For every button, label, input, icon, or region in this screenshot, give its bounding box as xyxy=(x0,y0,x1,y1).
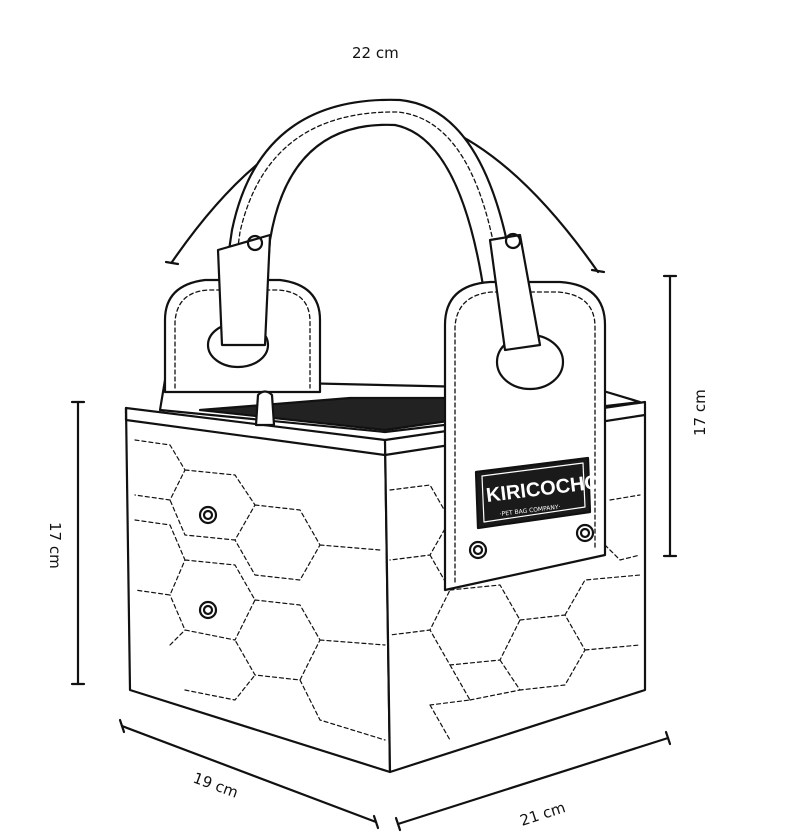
rivet-icon xyxy=(575,523,595,543)
rivet-icon xyxy=(504,232,522,250)
left-height-label: 17 cm xyxy=(46,522,64,569)
rivet-icon xyxy=(468,540,488,560)
rivet-icon xyxy=(198,505,218,525)
left-height-dimension-line xyxy=(70,400,86,686)
width-dimension-line xyxy=(394,730,672,832)
right-height-dimension-line xyxy=(662,274,678,558)
bag-left-face xyxy=(124,406,392,774)
depth-label: 19 cm xyxy=(191,769,241,802)
rivet-icon xyxy=(198,600,218,620)
zipper-pull xyxy=(254,390,276,427)
handle-arc-label: 22 cm xyxy=(352,44,399,62)
right-height-label: 17 cm xyxy=(691,389,709,436)
width-label: 21 cm xyxy=(518,798,568,830)
rivet-icon xyxy=(246,234,264,252)
depth-dimension-line xyxy=(118,718,380,830)
